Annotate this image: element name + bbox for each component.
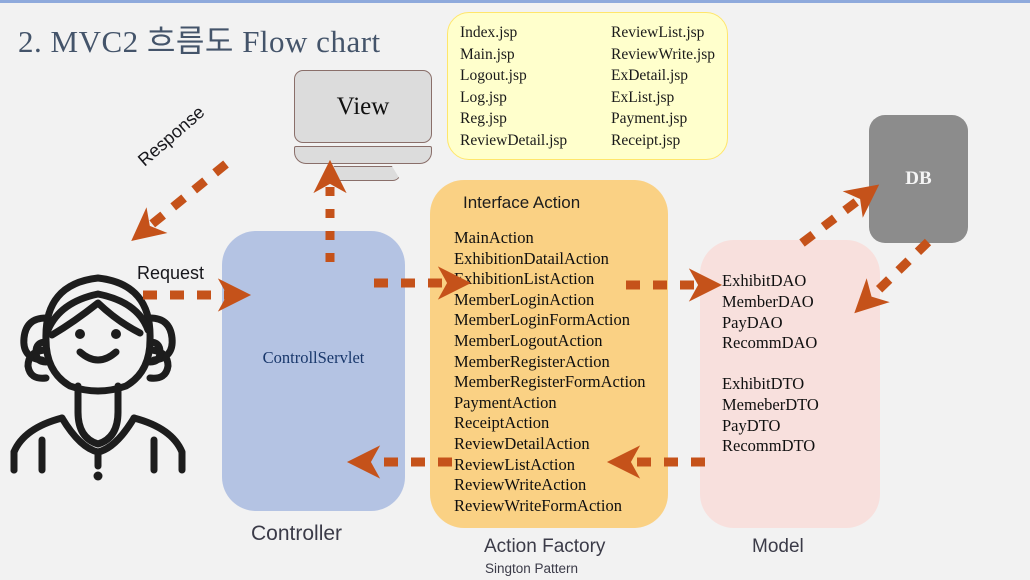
action-item: MainAction [454,228,534,247]
dto-item: PayDTO [722,415,781,435]
controller-caption: Controller [251,522,343,545]
action-item: ExhibitionListAction [454,269,595,289]
jsp-column-right: ReviewList.jsp ReviewWrite.jsp ExDetail.… [611,22,736,151]
monitor-base [294,146,432,164]
dao-list: ExhibitDAO MemberDAO PayDAO RecommDAO [722,271,817,354]
sington-pattern-caption: Sington Pattern [485,561,579,576]
action-item: PaymentAction [454,392,557,412]
jsp-item: Index.jsp [460,24,518,41]
jsp-item: ReviewDetail.jsp [460,131,568,149]
jsp-item: ReviewWrite.jsp [611,45,715,63]
dao-item: RecommDAO [722,333,818,353]
top-rule [0,0,1030,3]
action-item: MemberLoginAction [454,289,595,309]
action-item: ReviewDetailAction [454,433,590,453]
jsp-columns: Index.jsp Main.jsp Logout.jsp Log.jsp Re… [460,22,736,151]
jsp-column-left: Index.jsp Main.jsp Logout.jsp Log.jsp Re… [460,22,605,151]
action-item: ExhibitionDatailAction [454,248,609,268]
jsp-item: ExDetail.jsp [611,67,689,84]
action-item: MemberLoginFormAction [454,310,630,330]
jsp-item: ReviewList.jsp [611,24,705,41]
action-item: ReviewWriteFormAction [454,495,622,515]
jsp-item: ExList.jsp [611,88,675,106]
page-title: 2. MVC2 흐름도 Flow chart [18,24,381,59]
action-item: MemberLogoutAction [454,330,603,350]
dto-item: RecommDTO [722,436,816,456]
dto-item: MemeberDTO [722,394,819,414]
jsp-item: Payment.jsp [611,110,688,127]
model-caption: Model [752,536,804,557]
jsp-item: Reg.jsp [460,110,507,127]
action-factory-box: Interface Action MainAction ExhibitionDa… [430,180,668,528]
request-label: Request [137,263,205,283]
view-monitor-icon: View [294,70,432,181]
action-factory-caption: Action Factory [484,536,606,557]
arrow-response [131,160,229,242]
monitor-stand [325,166,401,181]
action-list: MainAction ExhibitionDatailAction Exhibi… [454,228,646,516]
dao-item: MemberDAO [722,291,814,311]
dao-item: PayDAO [722,312,783,332]
action-item: ReviewListAction [454,454,575,474]
jsp-file-list-panel: Index.jsp Main.jsp Logout.jsp Log.jsp Re… [447,12,728,160]
action-item: MemberRegisterAction [454,351,610,371]
controller-servlet-label: ControllServlet [262,348,365,367]
dao-item: ExhibitDAO [722,271,807,290]
response-label: Response [134,101,209,171]
view-label: View [336,92,390,120]
jsp-item: Logout.jsp [460,67,527,84]
action-item: ReceiptAction [454,413,550,433]
database-label: DB [905,168,932,189]
database-box: DB [869,115,968,243]
interface-action-header: Interface Action [463,193,581,212]
controller-box: ControllServlet [222,231,405,511]
dto-item: ExhibitDTO [722,374,805,393]
action-item: MemberRegisterFormAction [454,372,646,392]
action-item: ReviewWriteAction [454,475,587,495]
jsp-item: Log.jsp [460,88,507,106]
jsp-item: Main.jsp [460,45,515,63]
jsp-item: Receipt.jsp [611,131,681,149]
dto-list: ExhibitDTO MemeberDTO PayDTO RecommDTO [722,374,819,457]
arrow-model-to-db [799,184,880,247]
model-box: ExhibitDAO MemberDAO PayDAO RecommDAO Ex… [700,240,880,528]
monitor-screen: View [294,70,432,143]
